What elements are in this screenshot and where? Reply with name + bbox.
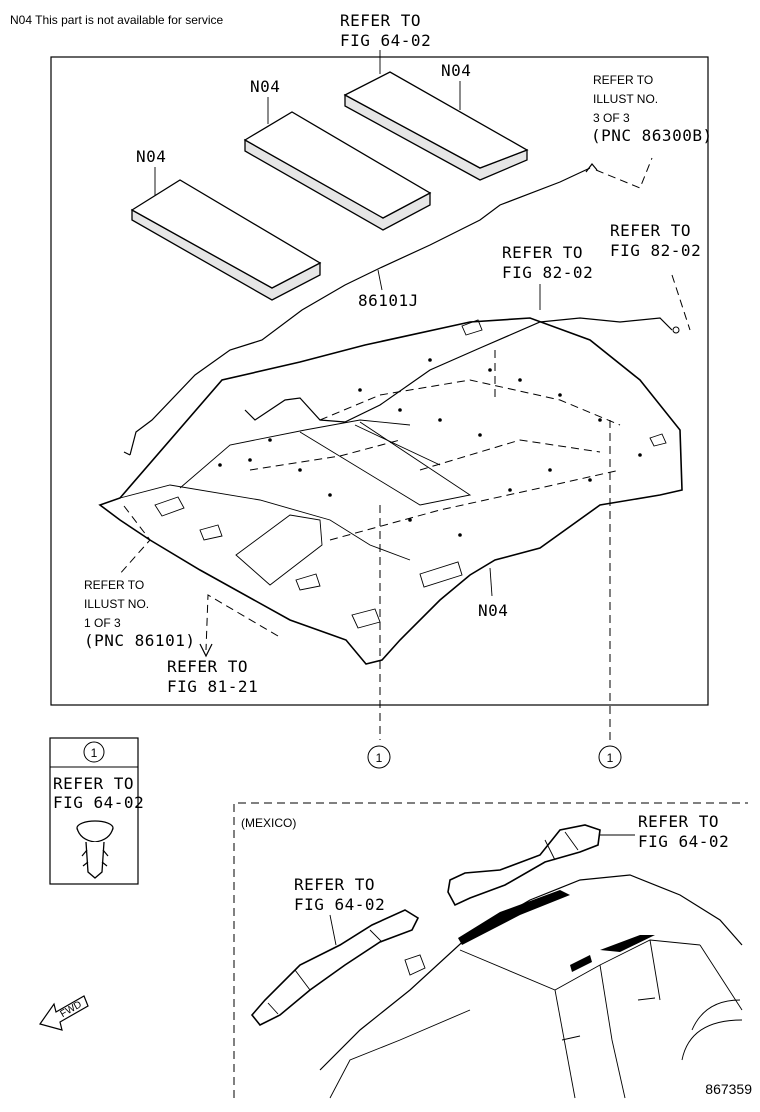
roof-wire-harness[interactable] [129, 167, 591, 456]
roof-side-pad-front[interactable] [250, 909, 420, 1027]
refer-fig-81-21-line2[interactable]: FIG 81-21 [167, 677, 258, 696]
headliner-clip-points [218, 358, 642, 537]
clip-refer-line2[interactable]: FIG 64-02 [53, 793, 144, 812]
n04-label-middle[interactable]: N04 [250, 77, 280, 96]
vehicle-outline [319, 874, 743, 1099]
refer-fig-82-02-right-line1[interactable]: REFER TO [610, 221, 691, 240]
refer-fig-82-02-right-line2[interactable]: FIG 82-02 [610, 241, 701, 260]
mexico-section-border [233, 802, 748, 1098]
refer-illust-3-line4[interactable]: (PNC 86300B) [591, 126, 713, 145]
clip-icon[interactable] [76, 820, 114, 879]
refer-fig-82-02-mid-line1[interactable]: REFER TO [502, 243, 583, 262]
pad-middle[interactable] [243, 111, 432, 231]
refer-illust-3-line1[interactable]: REFER TO [593, 73, 653, 87]
mex-refer-right-line1[interactable]: REFER TO [638, 812, 719, 831]
svg-text:FWD: FWD [59, 999, 84, 1020]
refer-fig-82-02-mid-line2[interactable]: FIG 82-02 [502, 263, 593, 282]
pad-front[interactable] [130, 179, 322, 301]
callout-1-right[interactable]: 1 [598, 745, 622, 769]
refer-fig-81-21-line1[interactable]: REFER TO [167, 657, 248, 676]
mex-refer-left-line2[interactable]: FIG 64-02 [294, 895, 385, 914]
part-number-86101j[interactable]: 86101J [358, 291, 419, 310]
n04-label-headliner[interactable]: N04 [478, 601, 508, 620]
refer-illust-1-line4[interactable]: (PNC 86101) [84, 631, 195, 650]
refer-illust-1-line2[interactable]: ILLUST NO. [84, 597, 149, 611]
refer-to-fig-64-02-top-line2[interactable]: FIG 64-02 [340, 31, 431, 50]
pad-rear[interactable] [343, 71, 529, 181]
svg-text:1: 1 [376, 751, 383, 765]
mex-refer-left-line1[interactable]: REFER TO [294, 875, 375, 894]
callout-1-left[interactable]: 1 [367, 745, 391, 769]
n04-label-rear[interactable]: N04 [441, 61, 471, 80]
n04-label-front[interactable]: N04 [136, 147, 166, 166]
fwd-arrow-icon: FWD [39, 995, 89, 1031]
refer-to-fig-64-02-top-line1[interactable]: REFER TO [340, 11, 421, 30]
mex-refer-right-line2[interactable]: FIG 64-02 [638, 832, 729, 851]
clip-refer-line1[interactable]: REFER TO [53, 774, 134, 793]
mexico-label: (MEXICO) [241, 816, 296, 830]
clip-detail-box: 1 REFER TO FIG 64-02 [49, 737, 144, 885]
refer-illust-3-line3[interactable]: 3 OF 3 [593, 111, 630, 125]
refer-illust-1-line3[interactable]: 1 OF 3 [84, 616, 121, 630]
svg-text:1: 1 [607, 751, 614, 765]
drawing-number: 867359 [705, 1081, 752, 1097]
roof-side-pad-rear[interactable] [447, 824, 601, 907]
refer-illust-3-line2[interactable]: ILLUST NO. [593, 92, 658, 106]
service-note: N04 This part is not available for servi… [10, 13, 224, 27]
svg-text:1: 1 [91, 746, 98, 760]
refer-illust-1-line1[interactable]: REFER TO [84, 578, 144, 592]
roof-headlining[interactable] [98, 317, 683, 665]
